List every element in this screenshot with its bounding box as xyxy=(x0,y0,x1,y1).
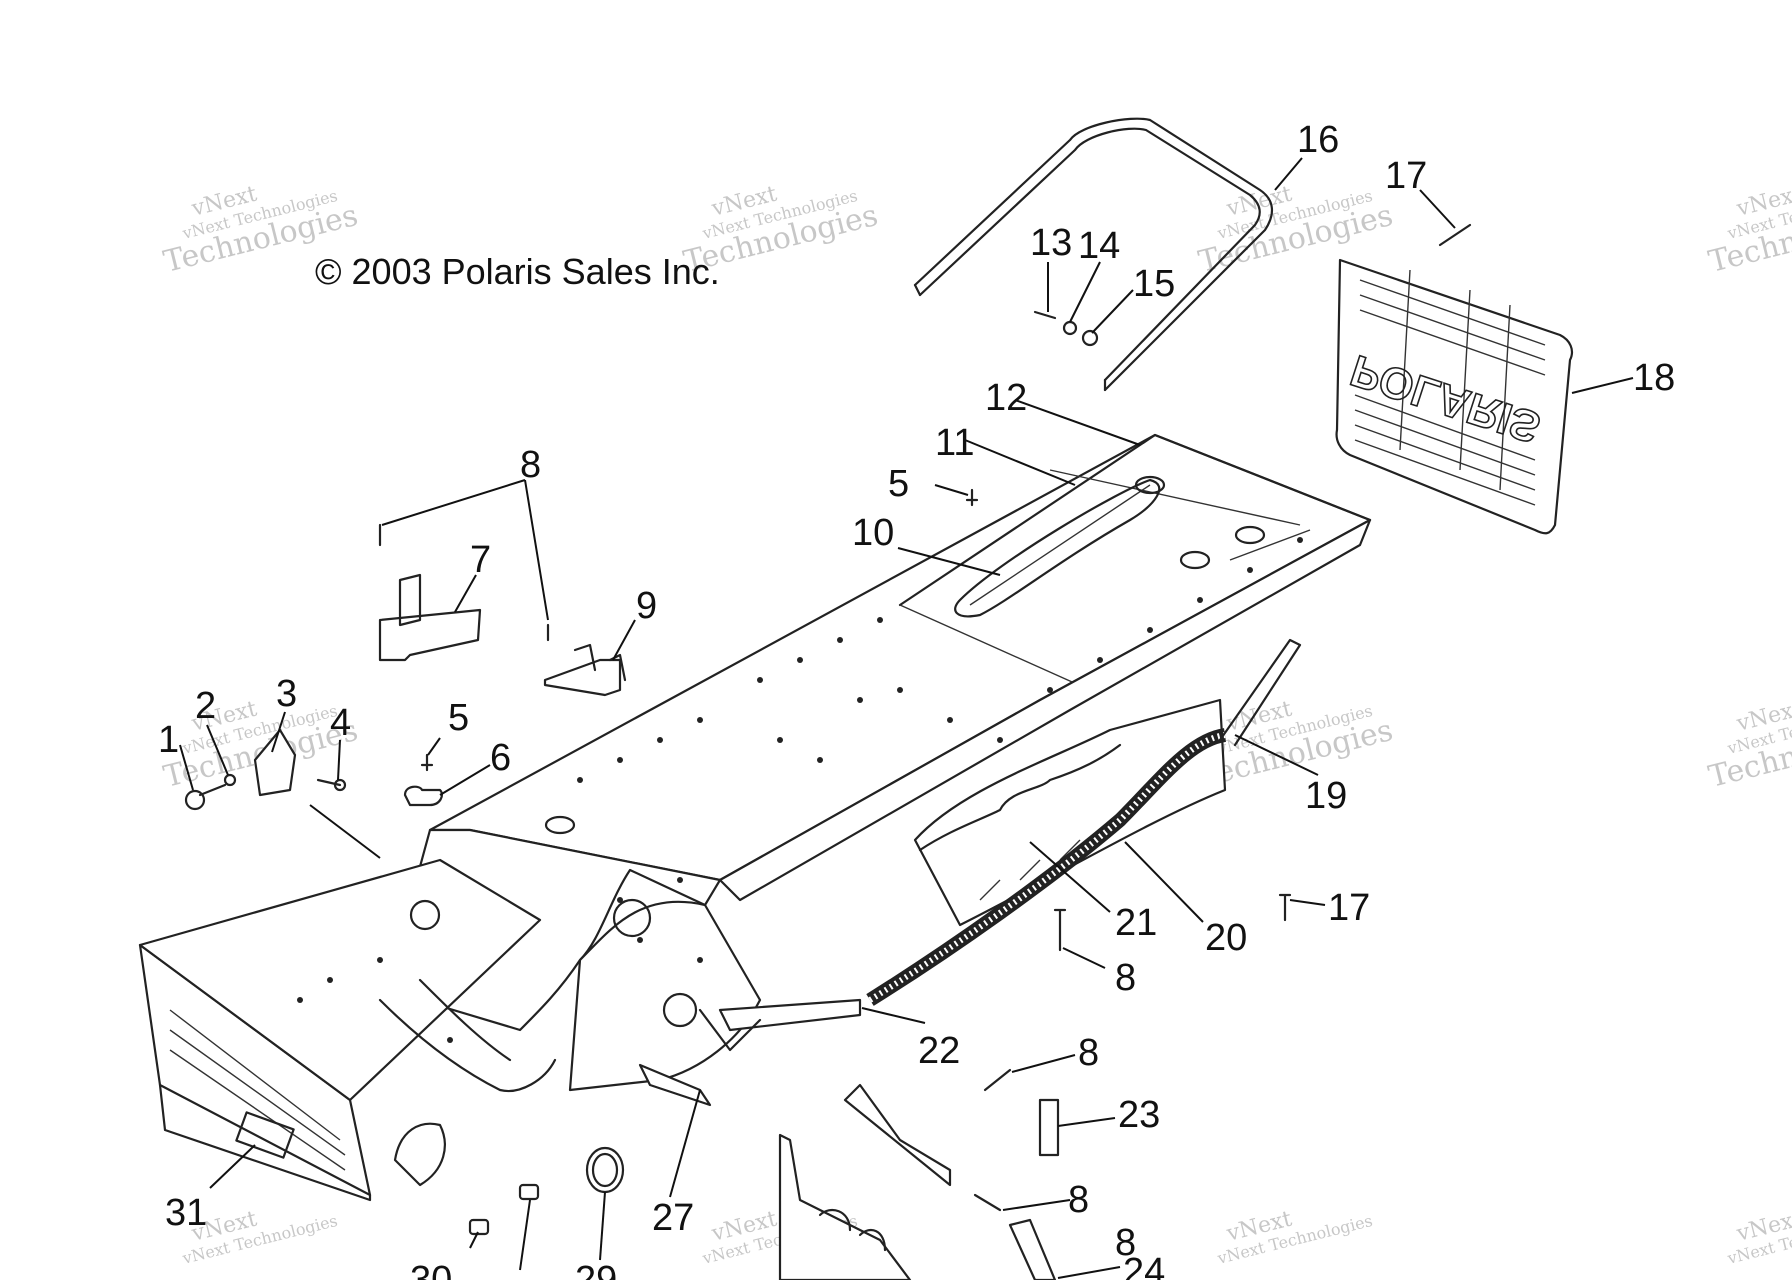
plug-part-30 xyxy=(468,1218,490,1236)
callout-29: 29 xyxy=(575,1259,617,1280)
callout-8e: 8 xyxy=(1068,1179,1089,1221)
screw-part-5 xyxy=(420,753,434,772)
plug-part-30b xyxy=(518,1183,540,1201)
callout-3: 3 xyxy=(276,673,297,715)
bolt-part-13 xyxy=(1033,310,1057,320)
callout-16: 16 xyxy=(1297,119,1339,161)
callout-8f: 8 xyxy=(1115,1222,1136,1264)
watermark: vNext vNext Technologies xyxy=(1725,1206,1792,1268)
callout-21: 21 xyxy=(1115,902,1157,944)
callout-18: 18 xyxy=(1633,357,1675,399)
callout-labels: 1 2 3 4 5 6 7 8 9 10 11 12 13 14 15 16 1… xyxy=(158,119,1675,1280)
callout-9: 9 xyxy=(636,585,657,627)
bracket-part-9 xyxy=(543,658,622,697)
callout-23: 23 xyxy=(1118,1094,1160,1136)
callout-6: 6 xyxy=(490,737,511,779)
callout-19: 19 xyxy=(1305,775,1347,817)
screw-part-5b xyxy=(965,488,979,507)
callout-5b: 5 xyxy=(888,463,909,505)
watermark: vNext vNext Technologies Technologies xyxy=(680,181,881,279)
rivet-part-8c xyxy=(1053,908,1067,952)
lower-bracket-left xyxy=(778,1133,912,1280)
bracket-part-7 xyxy=(378,608,482,662)
brace-part-27 xyxy=(638,1063,712,1107)
rivet-part-8d xyxy=(983,1068,1012,1092)
washer-part-15 xyxy=(1081,329,1099,347)
callout-17: 17 xyxy=(1385,155,1427,197)
rivet-part-17a xyxy=(1438,223,1472,247)
callout-22: 22 xyxy=(918,1030,960,1072)
watermark: vNext vNext Technologies Technologies xyxy=(1705,696,1792,794)
watermark: vNext vNext Technologies Technologies xyxy=(1705,181,1792,279)
callout-10: 10 xyxy=(852,512,894,554)
rivet-part-17b xyxy=(1278,893,1292,922)
callout-4: 4 xyxy=(330,702,351,744)
small-hardware xyxy=(184,223,1472,1280)
callout-20: 20 xyxy=(1205,917,1247,959)
callout-31: 31 xyxy=(165,1192,207,1234)
clip-part-6 xyxy=(403,785,444,807)
bracket-part-3 xyxy=(253,728,297,797)
rivet-holes xyxy=(297,537,1303,1043)
nut-part-14 xyxy=(1062,320,1078,336)
leader-lines xyxy=(179,157,1634,1279)
wear-strip xyxy=(866,638,1302,1006)
callout-15: 15 xyxy=(1133,263,1175,305)
callout-30: 30 xyxy=(410,1259,452,1280)
callout-11: 11 xyxy=(935,422,974,464)
callout-8d: 8 xyxy=(1078,1032,1099,1074)
plate-part-23 xyxy=(1038,1098,1060,1157)
chassis-tunnel xyxy=(138,433,1372,1202)
lower-bracket-right xyxy=(843,1083,952,1187)
copyright-notice: © 2003 Polaris Sales Inc. xyxy=(315,251,720,292)
callout-27: 27 xyxy=(652,1197,694,1239)
watermark: vNext vNext Technologies Technologies xyxy=(1195,181,1396,279)
callout-8: 8 xyxy=(520,444,541,486)
bolt-part-4 xyxy=(316,778,342,787)
rivet-part-8e xyxy=(973,1193,1002,1212)
callout-14: 14 xyxy=(1078,225,1120,267)
washer-part-2 xyxy=(223,773,237,787)
watermark: vNext vNext Technologies xyxy=(1215,1206,1375,1268)
callout-8c: 8 xyxy=(1115,957,1136,999)
callout-12: 12 xyxy=(985,377,1027,419)
callout-1: 1 xyxy=(158,719,179,761)
snow-flap: POLARIS xyxy=(1335,258,1574,535)
callout-24: 24 xyxy=(1123,1251,1165,1280)
callout-17b: 17 xyxy=(1328,887,1370,929)
bolt-part-1 xyxy=(184,783,227,811)
rear-grab-bar xyxy=(913,117,1273,392)
callout-13: 13 xyxy=(1030,222,1072,264)
callout-7: 7 xyxy=(470,539,491,581)
strip-part-24 xyxy=(1008,1218,1057,1280)
callout-5: 5 xyxy=(448,697,469,739)
callout-2: 2 xyxy=(195,685,216,727)
